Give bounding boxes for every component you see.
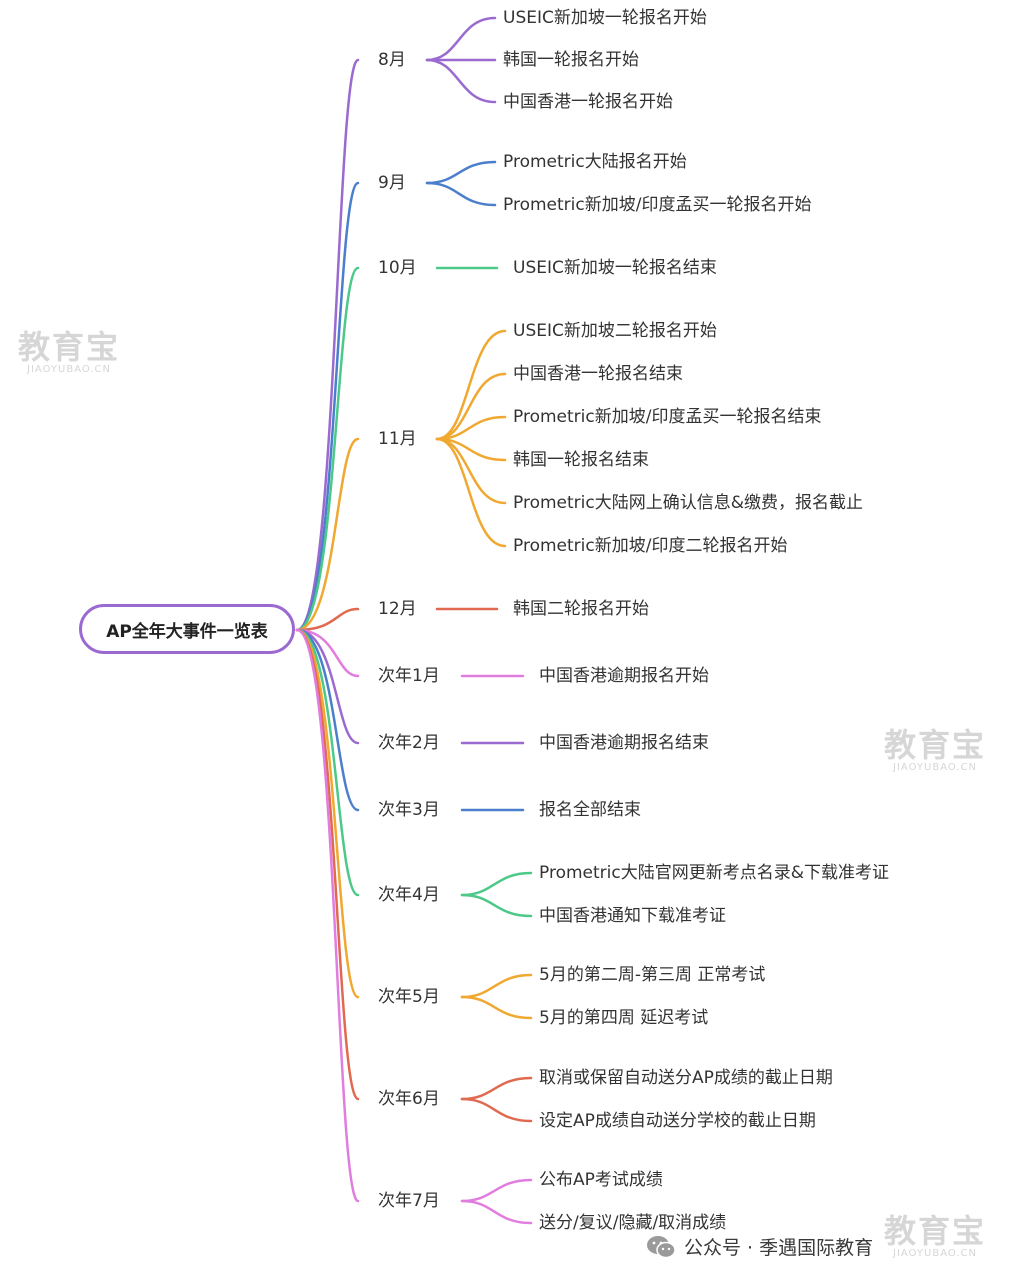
leaf-connector [460, 893, 533, 918]
branch-connector [295, 437, 360, 632]
leaf-item[interactable]: 5月的第二周-第三周 正常考试 [539, 965, 766, 985]
leaf-item[interactable]: 公布AP考试成绩 [539, 1170, 663, 1190]
leaf-item[interactable]: 送分/复议/隐藏/取消成绩 [539, 1213, 727, 1233]
branch-month[interactable]: 8月 [378, 50, 406, 70]
leaf-item[interactable]: 韩国二轮报名开始 [513, 599, 649, 619]
leaf-connector [460, 871, 533, 897]
leaf-item[interactable]: 取消或保留自动送分AP成绩的截止日期 [539, 1068, 833, 1088]
branch-month[interactable]: 次年1月 [378, 666, 440, 686]
leaf-connector [435, 329, 507, 441]
branch-month[interactable]: 12月 [378, 599, 417, 619]
leaf-item[interactable]: USEIC新加坡二轮报名开始 [513, 321, 717, 341]
leaf-connector [460, 1178, 533, 1203]
branch-month[interactable]: 次年2月 [378, 733, 440, 753]
leaf-item[interactable]: 韩国一轮报名开始 [503, 50, 639, 70]
leaf-connector [425, 160, 497, 185]
branch-connector [295, 628, 360, 745]
leaf-item[interactable]: USEIC新加坡一轮报名开始 [503, 8, 707, 28]
leaf-connector [425, 58, 497, 104]
branch-month[interactable]: 次年6月 [378, 1089, 440, 1109]
branch-connector [295, 628, 360, 999]
leaf-connector [460, 995, 533, 1020]
leaf-item[interactable]: Prometric大陆网上确认信息&缴费，报名截止 [513, 493, 863, 513]
leaf-item[interactable]: 中国香港通知下载准考证 [539, 906, 726, 926]
branch-connector [295, 181, 360, 632]
leaf-item[interactable]: 中国香港一轮报名结束 [513, 364, 683, 384]
watermark: 教育宝 JIAOYUBAO.CN [884, 1212, 987, 1259]
branch-month[interactable]: 10月 [378, 258, 417, 278]
branch-connector [295, 628, 360, 678]
wechat-icon [647, 1235, 676, 1258]
leaf-connector [460, 1097, 533, 1123]
leaf-item[interactable]: Prometric新加坡/印度二轮报名开始 [513, 536, 788, 556]
root-title: AP全年大事件一览表 [106, 621, 268, 642]
branch-month[interactable]: 次年5月 [378, 987, 440, 1007]
leaf-connector [460, 1199, 533, 1225]
root-node[interactable]: AP全年大事件一览表 [79, 604, 295, 654]
branch-connector [295, 628, 360, 812]
leaf-item[interactable]: 中国香港逾期报名开始 [539, 666, 709, 686]
leaf-connector [460, 973, 533, 999]
leaf-item[interactable]: 中国香港逾期报名结束 [539, 733, 709, 753]
branch-connector [295, 266, 360, 632]
leaf-item[interactable]: Prometric新加坡/印度孟买一轮报名开始 [503, 195, 812, 215]
leaf-connector [460, 1076, 533, 1101]
leaf-item[interactable]: USEIC新加坡一轮报名结束 [513, 258, 717, 278]
leaf-item[interactable]: Prometric大陆报名开始 [503, 152, 687, 172]
watermark: 教育宝 JIAOYUBAO.CN [884, 726, 987, 773]
branch-month[interactable]: 9月 [378, 173, 406, 193]
leaf-item[interactable]: 中国香港一轮报名开始 [503, 92, 673, 112]
branch-connector [295, 58, 360, 632]
leaf-connector [425, 181, 497, 207]
leaf-item[interactable]: 5月的第四周 延迟考试 [539, 1008, 709, 1028]
leaf-item[interactable]: Prometric大陆官网更新考点名录&下载准考证 [539, 863, 889, 883]
branch-month[interactable]: 11月 [378, 429, 417, 449]
branch-month[interactable]: 次年7月 [378, 1191, 440, 1211]
branch-connector [295, 628, 360, 1101]
leaf-item[interactable]: Prometric新加坡/印度孟买一轮报名结束 [513, 407, 822, 427]
footer: 公众号 · 季遇国际教育 [646, 1233, 873, 1260]
leaf-item[interactable]: 报名全部结束 [539, 800, 641, 820]
leaf-item[interactable]: 设定AP成绩自动送分学校的截止日期 [539, 1111, 816, 1131]
branch-connector [295, 628, 360, 897]
footer-text: 公众号 · 季遇国际教育 [684, 1237, 874, 1259]
branch-connector [295, 607, 360, 632]
leaf-connector [425, 16, 497, 62]
branch-month[interactable]: 次年3月 [378, 800, 440, 820]
leaf-connector [435, 437, 507, 548]
watermark: 教育宝 JIAOYUBAO.CN [18, 328, 121, 375]
branch-connector [295, 628, 360, 1203]
leaf-item[interactable]: 韩国一轮报名结束 [513, 450, 649, 470]
branch-month[interactable]: 次年4月 [378, 885, 440, 905]
leaf-connector [435, 372, 507, 441]
